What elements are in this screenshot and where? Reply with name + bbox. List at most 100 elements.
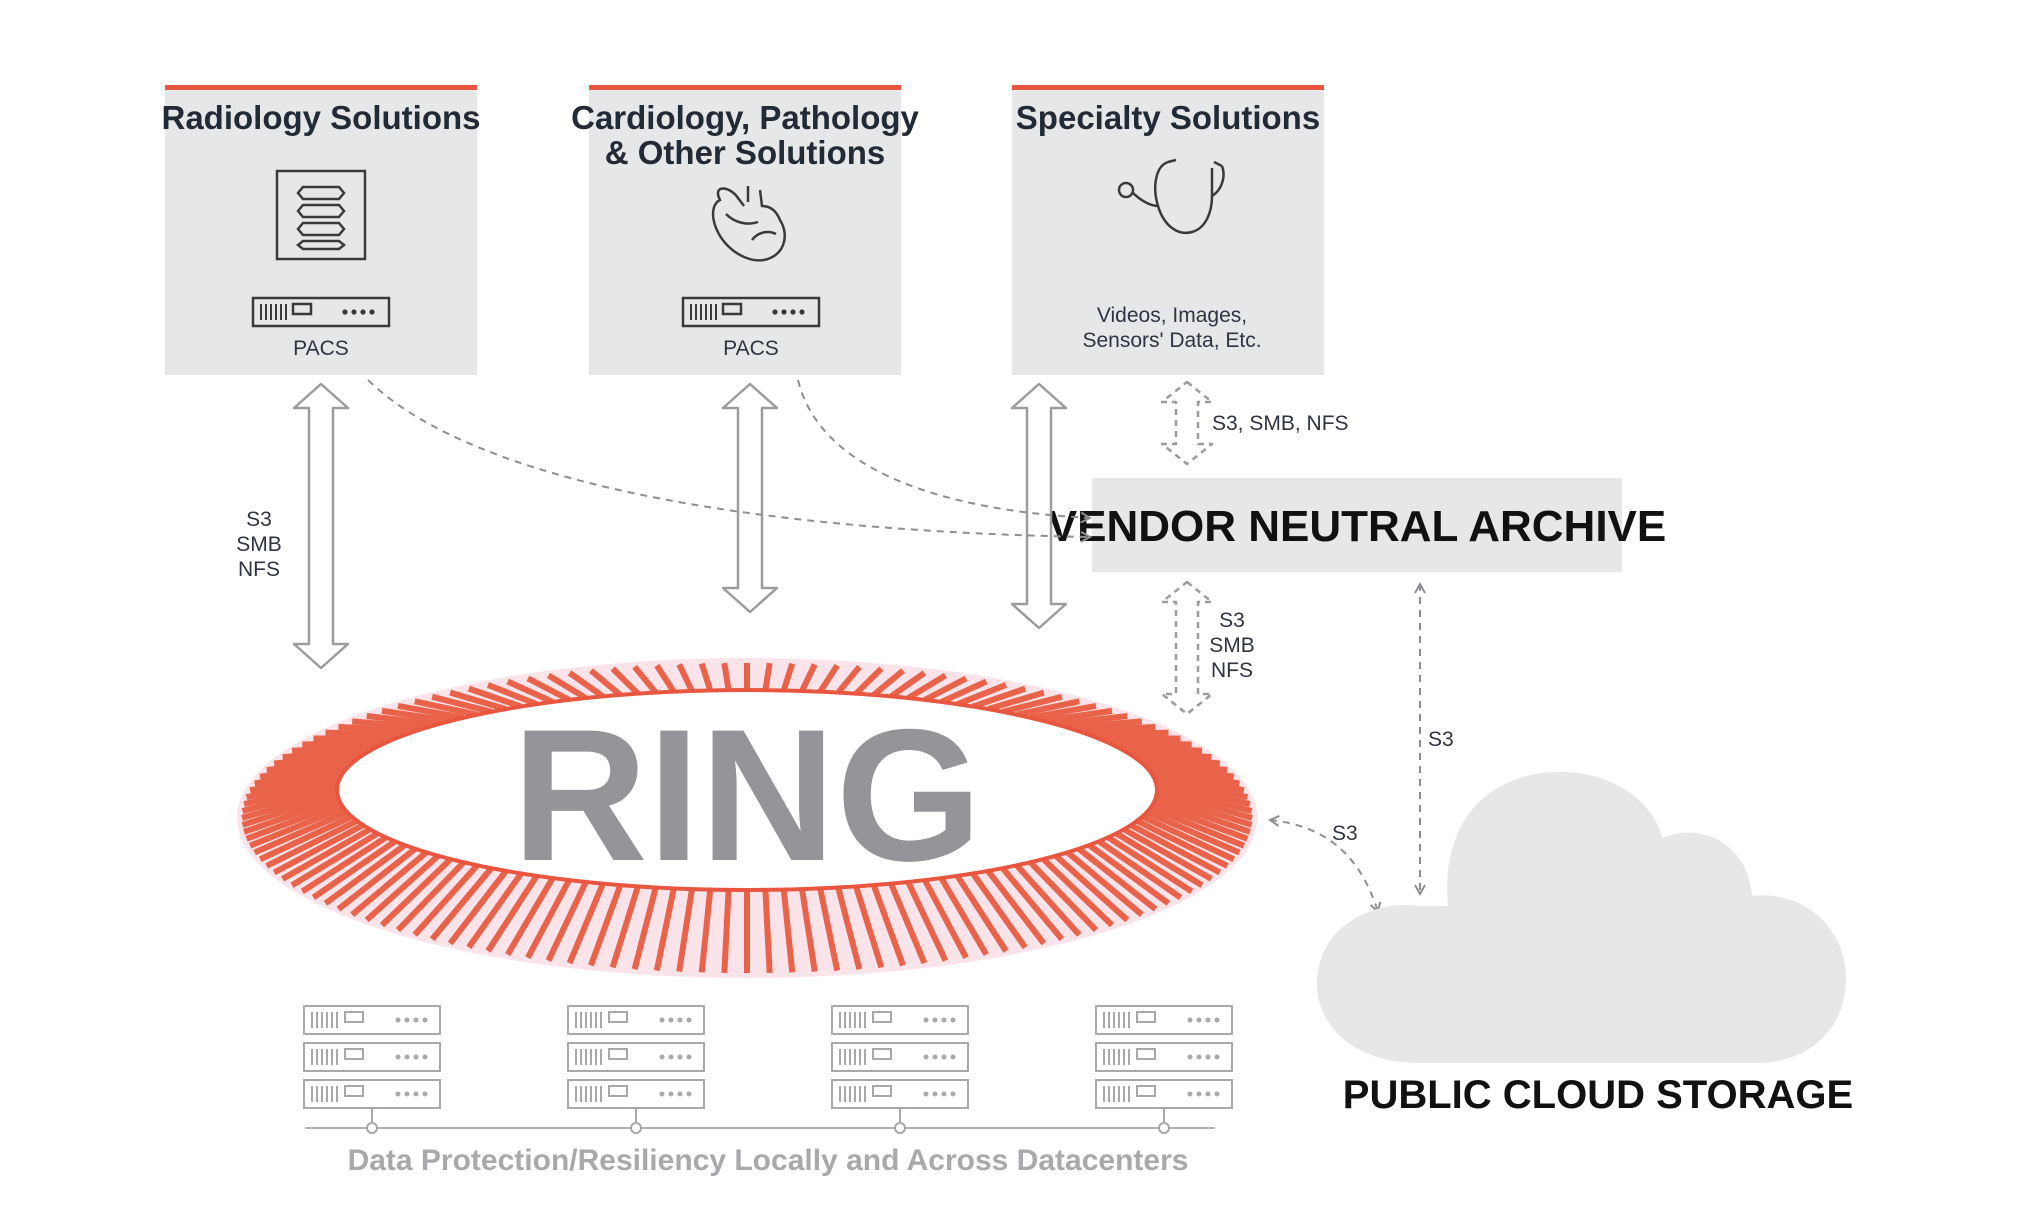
ring-stripe	[1122, 826, 1213, 882]
public-cloud: PUBLIC CLOUD STORAGE	[1316, 772, 1853, 1117]
ring-stripe	[1136, 756, 1228, 774]
ring-stripe	[971, 685, 1027, 710]
server-rack	[1095, 1005, 1233, 1134]
specialty-data-line1: Videos, Images,	[1097, 304, 1247, 327]
ring-stripe	[243, 778, 340, 808]
ring-stripe	[467, 685, 523, 710]
ring-stripe	[272, 822, 365, 876]
ring-stripe	[1149, 769, 1245, 794]
ring-stripe	[505, 876, 556, 957]
ring-stripe	[762, 889, 773, 973]
vna-label: VENDOR NEUTRAL ARCHIVE	[1048, 502, 1667, 551]
ring-stripe	[414, 698, 478, 718]
ring-stripe	[1016, 698, 1080, 718]
ring-stripe	[799, 888, 818, 973]
radiology-accent-bar	[165, 85, 477, 90]
ring-stripe	[466, 871, 524, 950]
server-unit-icon	[567, 1042, 705, 1072]
ring-stripe	[1130, 751, 1221, 767]
ring-stripe	[1154, 778, 1251, 808]
vna-ring-arrow	[1160, 580, 1214, 716]
ring-stripe	[254, 764, 348, 787]
ring-stripe	[923, 675, 968, 703]
ring-stripe	[281, 826, 372, 882]
ring-stripe	[698, 662, 714, 692]
server-unit-icon	[831, 1005, 969, 1035]
ring-stripe	[1145, 809, 1241, 856]
ring-stripe	[290, 830, 380, 888]
ring-stripe	[780, 889, 796, 973]
server-unit-icon	[1095, 1005, 1233, 1035]
ring-stripe	[871, 668, 905, 698]
ring-stripe	[609, 885, 641, 969]
radiology-title: Radiology Solutions	[162, 99, 481, 136]
ring-label: RING	[512, 690, 982, 900]
ring-stripe	[1146, 764, 1240, 787]
ring-stripe	[1129, 822, 1222, 876]
ring-stripe	[1152, 773, 1249, 801]
ring-stripe	[762, 662, 773, 691]
ring-stripe	[1106, 834, 1194, 894]
server-unit-icon	[303, 1079, 441, 1109]
ring-stripe	[721, 662, 732, 691]
ring-stripe	[653, 887, 677, 972]
ring-stripe	[1014, 863, 1082, 937]
specialty-ring-arrow	[1010, 382, 1068, 630]
ring-stripe	[956, 682, 1008, 707]
ring-stripe	[379, 856, 453, 928]
ring-stripe	[1041, 856, 1115, 928]
ring-stripe	[1135, 818, 1229, 869]
ring-stripe	[1154, 796, 1251, 835]
left-protocol-smb: SMB	[236, 533, 282, 556]
ring-stripe	[429, 866, 494, 942]
ring-stripe	[632, 664, 659, 695]
ring-stripe	[397, 703, 465, 721]
radiology-pacs-label: PACS	[293, 337, 349, 360]
ring-stripe	[338, 723, 416, 735]
ring-stripe	[302, 739, 387, 748]
ring-stripe	[266, 756, 358, 774]
server-unit-icon	[567, 1079, 705, 1109]
ring-stripe	[631, 886, 659, 970]
ring-stripe	[1155, 782, 1253, 814]
vna-ring-protocol-smb: SMB	[1209, 634, 1255, 657]
cardiology-ring-arrow	[721, 382, 779, 614]
ring-stripe	[325, 729, 405, 738]
radiology-ring-arrow	[292, 382, 350, 670]
ring-stripe	[938, 876, 989, 957]
ring-stripe	[486, 682, 538, 707]
server-stacks	[303, 1005, 1233, 1134]
ring-stripe	[588, 884, 624, 967]
ring-stripe	[300, 834, 388, 894]
ring-stripe	[817, 663, 840, 694]
ring-stripe	[1053, 853, 1130, 923]
ring-stripe	[351, 718, 427, 731]
ring-stripe	[258, 813, 354, 862]
cardiology-pacs-label: PACS	[723, 337, 779, 360]
footer-label: Data Protection/Resiliency Locally and A…	[348, 1144, 1189, 1177]
left-protocol-s3: S3	[246, 508, 272, 531]
ring-stripe	[985, 869, 1047, 946]
ring-stripe	[1152, 800, 1249, 842]
ring-stripe	[323, 842, 407, 906]
pacs-server-icon	[681, 296, 821, 328]
ring-stripe	[888, 882, 928, 965]
ring-stripe	[525, 878, 572, 960]
ring-stripe	[366, 713, 439, 728]
ring-stripe	[350, 850, 429, 917]
ring-stripe	[940, 678, 988, 705]
ring-stripe	[654, 663, 677, 694]
ring-stripe	[546, 672, 588, 701]
specialty-vna-arrow	[1160, 380, 1214, 466]
cloud-label: PUBLIC CLOUD STORAGE	[1343, 1073, 1853, 1117]
ring-stripe	[589, 668, 623, 698]
ring-stripe	[259, 760, 353, 780]
ring-stripe	[1078, 723, 1156, 735]
ring-stripe	[311, 838, 397, 900]
ring-stripe	[870, 884, 906, 967]
ring-stripe	[799, 663, 818, 693]
ring-stripe	[364, 853, 441, 923]
ring-stripe	[922, 878, 969, 960]
server-unit-icon	[831, 1079, 969, 1109]
